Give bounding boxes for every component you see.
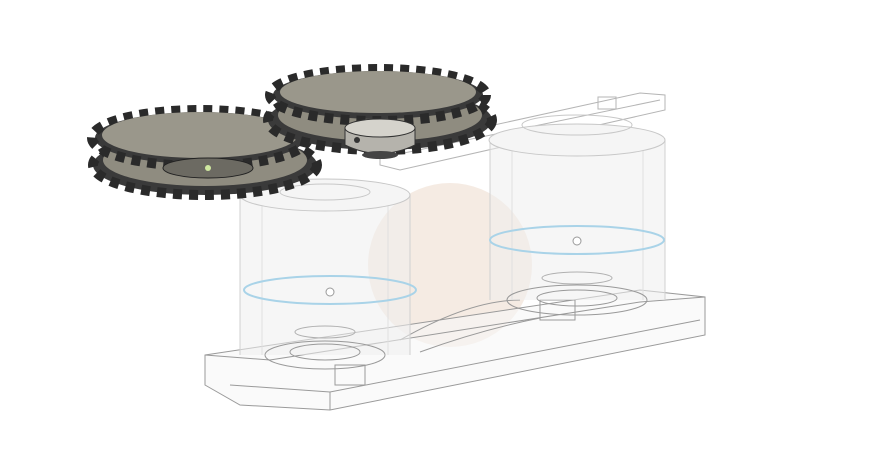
roller-cylinder-right[interactable]	[488, 114, 666, 316]
gear-left[interactable]	[87, 105, 322, 200]
roller-cylinder-left[interactable]	[239, 178, 417, 370]
base-plate[interactable]	[204, 289, 706, 411]
gear-right[interactable]	[263, 64, 497, 159]
